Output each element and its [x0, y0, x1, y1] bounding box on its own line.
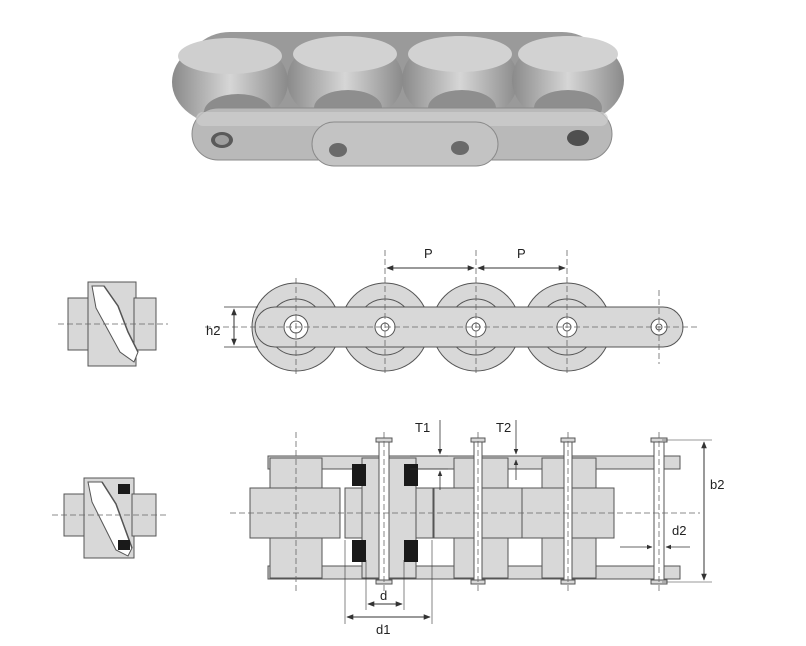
label-bush-diameter: d — [380, 588, 387, 603]
label-pin-diameter: d2 — [672, 523, 686, 538]
plan-view: T1 T2 b2 d2 d d1 — [230, 420, 724, 637]
seal-rings — [352, 464, 418, 562]
chain-photo — [172, 32, 624, 167]
label-plate-height: h2 — [206, 323, 220, 338]
label-pitch-1: P — [424, 246, 433, 261]
side-view: P P h2 — [205, 246, 700, 376]
label-roller-diameter: d1 — [376, 622, 390, 637]
seal-section-icon-1 — [58, 281, 168, 367]
seal-section-icon-2 — [52, 477, 166, 559]
label-pitch-2: P — [517, 246, 526, 261]
label-plate-thickness-1: T1 — [415, 420, 430, 435]
label-overall-width: b2 — [710, 477, 724, 492]
label-plate-thickness-2: T2 — [496, 420, 511, 435]
